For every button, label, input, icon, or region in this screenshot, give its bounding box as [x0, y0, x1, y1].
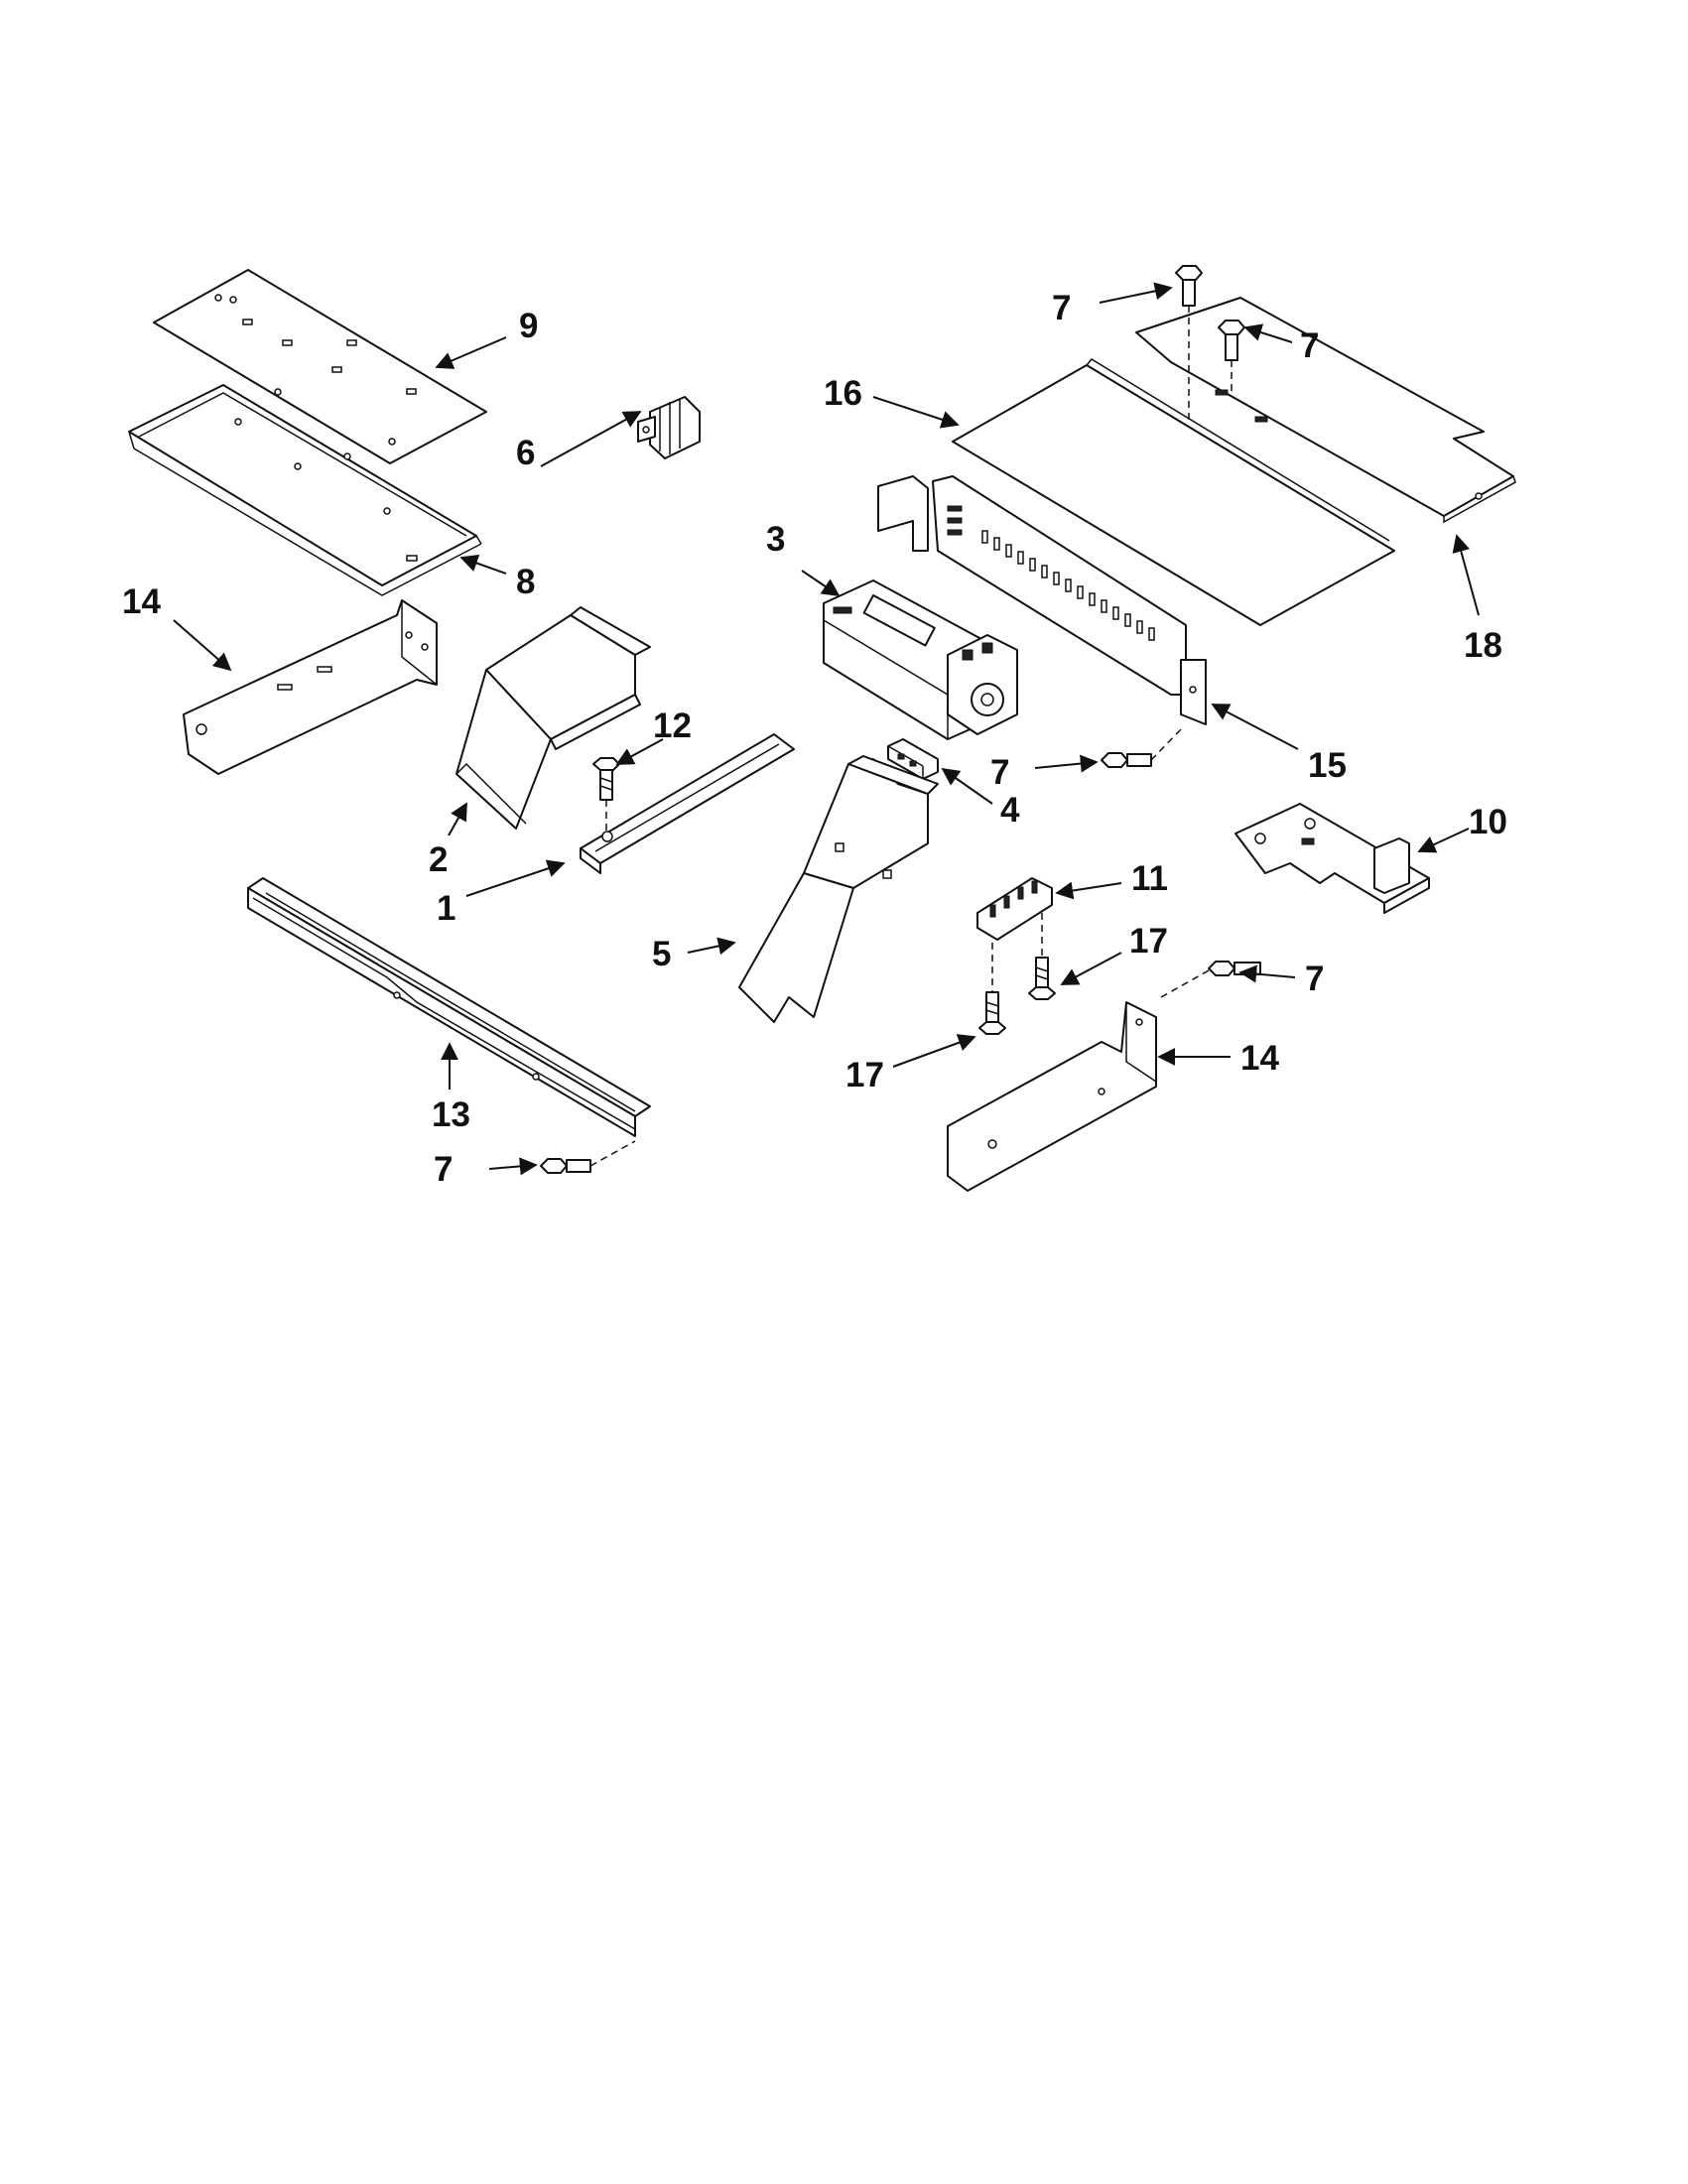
leader-7-bottom	[488, 1157, 538, 1176]
leader-11	[1055, 881, 1122, 900]
leader-5	[687, 937, 736, 956]
callout-1: 1	[437, 889, 455, 928]
callout-12: 12	[653, 707, 692, 745]
part-8-tray	[128, 384, 482, 596]
part-7-screw-bottom	[540, 1140, 636, 1174]
callout-8: 8	[516, 563, 535, 601]
leader-9	[435, 336, 507, 369]
callout-2: 2	[429, 840, 448, 879]
part-7-screw-top-2	[1218, 320, 1245, 392]
leader-7-right	[1238, 964, 1296, 983]
part-17-screw-2	[1028, 957, 1056, 1000]
callout-7-bottom: 7	[434, 1150, 453, 1189]
part-1-rail	[580, 733, 795, 874]
leader-lines	[173, 282, 1480, 1176]
leader-7-top-1	[1099, 282, 1173, 304]
callout-17-right: 17	[1129, 922, 1168, 961]
part-7-screw-right	[1160, 961, 1261, 998]
leader-15	[1211, 704, 1299, 750]
callout-14-left: 14	[122, 582, 161, 621]
leader-18	[1452, 534, 1480, 616]
leader-17-right	[1060, 952, 1122, 985]
part-16-cover-panel	[952, 358, 1395, 626]
callout-7-mid: 7	[990, 753, 1009, 792]
part-13-long-rail	[247, 877, 651, 1137]
callout-3: 3	[766, 520, 785, 559]
callout-4: 4	[1000, 791, 1020, 830]
callout-11: 11	[1131, 859, 1168, 898]
callout-6: 6	[516, 434, 535, 472]
part-11-terminal-strip	[976, 877, 1053, 992]
part-14-right-bracket	[947, 1001, 1157, 1192]
part-7-screw-mid	[1101, 728, 1182, 768]
part-6-transformer	[637, 396, 701, 459]
part-10-bracket-plate	[1234, 803, 1430, 914]
callout-16: 16	[824, 374, 862, 413]
callout-17-left: 17	[845, 1056, 884, 1094]
part-9-cover-panel	[153, 269, 487, 464]
callout-7-top-2: 7	[1300, 326, 1319, 365]
leader-2	[448, 802, 467, 836]
part-4-terminal-block	[887, 738, 939, 780]
callout-9: 9	[519, 307, 538, 345]
callout-10: 10	[1469, 803, 1507, 841]
part-17-screw-1	[978, 991, 1006, 1035]
leader-12	[615, 738, 664, 765]
callout-15: 15	[1308, 746, 1347, 785]
part-12-screw	[592, 757, 620, 832]
part-3-motor-assembly	[823, 579, 1018, 740]
leader-1	[465, 859, 566, 897]
leader-14-left	[173, 619, 232, 672]
callout-13: 13	[432, 1095, 470, 1134]
leader-16	[872, 396, 960, 429]
leader-6	[540, 411, 642, 467]
part-2-duct-hood	[455, 606, 651, 830]
leader-7-mid	[1034, 754, 1099, 773]
part-7-screw-top-1	[1175, 265, 1203, 422]
leader-8	[459, 554, 507, 575]
leader-10	[1417, 828, 1470, 853]
leader-4	[941, 767, 993, 805]
part-15-vented-panel	[877, 475, 1207, 725]
leader-7-top-2	[1243, 323, 1293, 343]
vent-slots	[981, 530, 1155, 641]
callout-7-right: 7	[1305, 960, 1324, 998]
part-14-left-bracket	[183, 599, 438, 775]
callout-5: 5	[652, 935, 671, 973]
part-5-shield	[738, 755, 939, 1023]
leader-17-left	[892, 1034, 976, 1068]
callout-14-right: 14	[1240, 1039, 1279, 1078]
callout-18: 18	[1464, 626, 1502, 665]
callout-7-top-1: 7	[1052, 289, 1071, 327]
callout-labels: 9 6 8 14 12 2 1 13 7 5 4 3 16 7 7 18 15 …	[122, 289, 1507, 1189]
leader-3	[801, 570, 841, 597]
